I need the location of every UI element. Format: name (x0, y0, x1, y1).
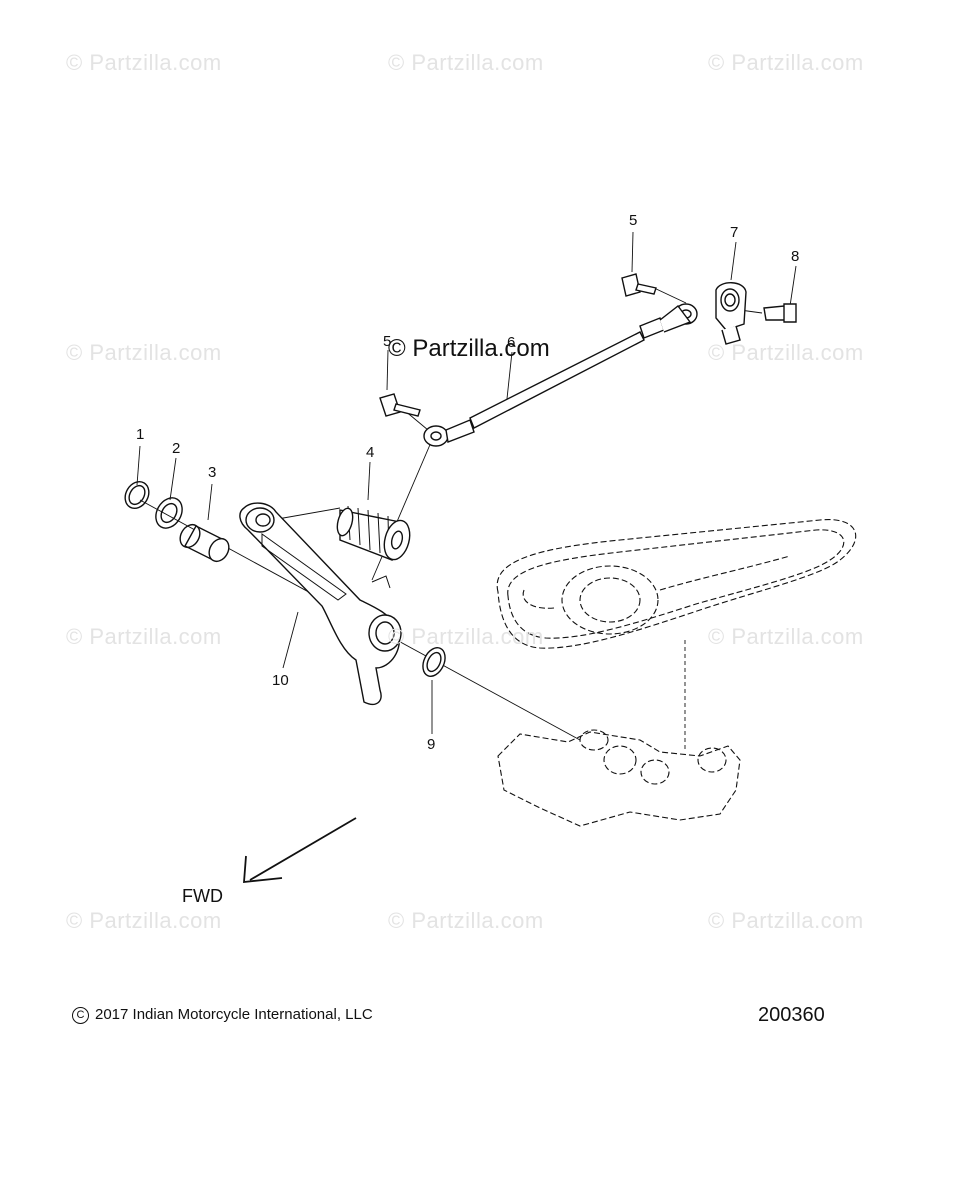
leader-1 (136, 445, 141, 486)
watermark-r3-c3: © Partzilla.com (708, 624, 864, 649)
callout-6: 6 (507, 334, 516, 351)
watermark-r1-c1: © Partzilla.com (66, 50, 222, 75)
callout-3: 3 (208, 464, 217, 481)
watermark-r2-c3: © Partzilla.com (708, 340, 864, 365)
part-5-bolt-lower (379, 393, 421, 417)
part-1-snap-ring (124, 480, 150, 510)
leader-10 (282, 611, 299, 669)
part-5-bolt-upper (621, 273, 657, 297)
part-2-washer (155, 497, 183, 529)
part-10-shift-lever (239, 502, 402, 706)
callout-10: 10 (272, 672, 289, 689)
callout-4: 4 (366, 444, 375, 461)
center-watermark: © Partzilla.com (388, 335, 550, 362)
leader-8 (789, 265, 797, 307)
axis-line-lower (371, 425, 439, 581)
part-6-shift-rod (423, 303, 698, 447)
copyright-notice: C 2017 Indian Motorcycle International, L… (72, 1006, 373, 1024)
watermark-r3-c1: © Partzilla.com (66, 624, 222, 649)
floorboard-reference (496, 519, 857, 649)
leader-5b (631, 231, 634, 273)
watermark-r4-c1: © Partzilla.com (66, 908, 222, 933)
part-7-clamp (715, 282, 747, 345)
leader-4 (367, 461, 371, 501)
leader-5a (386, 349, 389, 391)
leader-2 (169, 457, 177, 501)
copyright-text: 2017 Indian Motorcycle International, LL… (95, 1006, 373, 1023)
watermark-r2-c1: © Partzilla.com (66, 340, 222, 365)
leader-7 (730, 241, 737, 281)
watermark-r4-c3: © Partzilla.com (708, 908, 864, 933)
leader-3 (207, 483, 213, 521)
part-8-bolt (763, 303, 797, 323)
callout-2: 2 (172, 440, 181, 457)
axis-line-peg (271, 507, 341, 521)
floorboard-bracket (497, 729, 741, 827)
diagram-number: 200360 (758, 1004, 825, 1026)
copyright-symbol: C (72, 1007, 89, 1024)
watermark-r3-c2: © Partzilla.com (388, 624, 544, 649)
forward-arrow (243, 817, 357, 884)
callout-5-lower: 5 (383, 333, 392, 350)
watermark-r4-c2: © Partzilla.com (388, 908, 544, 933)
fwd-label: FWD (182, 886, 223, 906)
part-9-washer (422, 647, 446, 677)
callout-1: 1 (136, 426, 145, 443)
callout-7: 7 (730, 224, 739, 241)
part-3-bushing (179, 523, 230, 563)
watermark-r1-c3: © Partzilla.com (708, 50, 864, 75)
watermark-r1-c2: © Partzilla.com (388, 50, 544, 75)
callout-8: 8 (791, 248, 800, 265)
callout-5-upper: 5 (629, 212, 638, 229)
axis-line-upper (651, 286, 687, 304)
part-4-shift-peg (336, 505, 411, 561)
callout-9: 9 (427, 736, 436, 753)
